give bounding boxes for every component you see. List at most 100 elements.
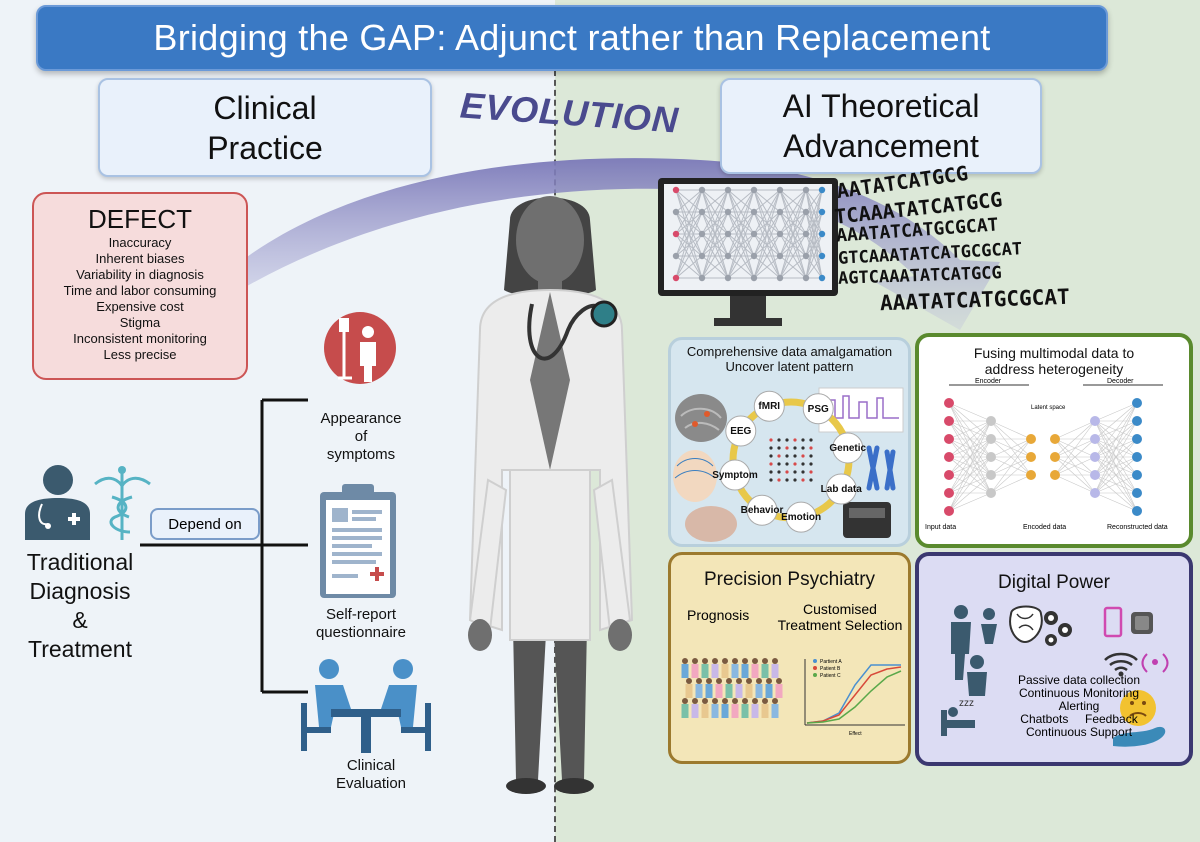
self-report-line1: Self-report [325,606,397,623]
ae-node [986,416,996,426]
ring-node [802,393,834,425]
person-body [701,704,709,718]
title-banner: Bridging the GAP: Adjunct rather than Re… [36,5,1108,71]
ae-node [1090,452,1100,462]
clipboard-icon [320,484,396,598]
person-head [702,698,708,704]
symptoms-label: Appearance of symptoms [306,410,416,464]
ring-grid-dot [793,438,797,442]
fusing-line1: Fusing multimodal data to [973,345,1135,361]
ring-grid-dot [809,462,813,466]
person-head [682,658,688,664]
ae-node [1050,452,1060,462]
ring-node [832,432,864,464]
digital-line: Passive data collection [1017,673,1141,687]
nn-node [818,186,826,194]
symptoms-line2: of [354,428,368,445]
person-body [735,684,743,698]
encoded-label: Encoded data [1023,524,1066,531]
ring-node [719,459,751,491]
defect-item: Stigma [119,315,161,330]
nn-node [672,208,680,216]
ai-advancement-box: AI Theoretical Advancement [720,78,1042,174]
ae-node [1026,470,1036,480]
traditional-diagnosis-label: Traditional Diagnosis & Treatment [10,548,150,664]
defect-item: Variability in diagnosis [76,267,204,282]
nn-node [818,208,826,216]
nn-node [750,186,758,194]
ae-node [1132,488,1142,498]
nn-node [802,186,810,194]
ring-grid-dot [785,462,789,466]
nn-node [672,186,680,194]
ring-grid-dot [809,446,813,450]
ring-grid-dot [801,438,805,442]
customised-line2: Treatment Selection [777,617,903,633]
person-body [701,664,709,678]
ae-node [1050,470,1060,480]
ae-node [986,452,996,462]
chatbots-label: Chatbots [1020,712,1069,726]
encoder-label: Encoder [975,378,1002,385]
precision-title: Precision Psychiatry [703,569,876,590]
ring-grid-dot [793,462,797,466]
ring-grid-dot [769,446,773,450]
ring-node [753,390,785,422]
ae-node [1132,434,1142,444]
ae-node [1132,452,1142,462]
nn-node [776,274,784,282]
person-body [731,664,739,678]
nn-node [802,230,810,238]
ae-node [1132,470,1142,480]
comprehensive-line2: Uncover latent pattern [725,359,854,374]
ae-node [1090,470,1100,480]
customised-line1: Customised [803,601,877,617]
ae-node [1132,398,1142,408]
defect-item: Inconsistent monitoring [73,331,207,346]
clinical-practice-line2: Practice [207,129,323,166]
nn-node [698,208,706,216]
nn-node [724,252,732,260]
person-body [751,664,759,678]
ring-grid-dot [801,462,805,466]
person-head [722,698,728,704]
ring-grid-dot [769,438,773,442]
person-head [736,678,742,684]
nn-node [802,208,810,216]
ae-node [1090,434,1100,444]
nn-node [776,252,784,260]
nn-node [750,274,758,282]
person-body [745,684,753,698]
nn-node [750,252,758,260]
ring-grid-dot [769,454,773,458]
person-head [686,678,692,684]
digital-line: Continuous Monitoring [1018,686,1140,700]
nn-node [802,252,810,260]
nn-node [698,274,706,282]
ae-node [944,506,954,516]
ring-node-label: Emotion [781,512,821,523]
person-body [755,684,763,698]
person-head [746,678,752,684]
person-body [691,704,699,718]
clinical-practice-line1: Clinical [213,89,317,126]
person-head [716,678,722,684]
ae-node [944,416,954,426]
person-head [752,658,758,664]
ring-grid-dot [777,446,781,450]
ae-node [1026,452,1036,462]
person-head [692,658,698,664]
ring-grid-dot [793,470,797,474]
person-head [722,658,728,664]
digital-icons: zzz [941,605,1169,747]
ae-node [986,488,996,498]
legend-b: Patient B [820,666,841,672]
nn-node [698,230,706,238]
ring-node-label: Behavior [741,505,784,516]
person-body [711,664,719,678]
person-head [692,698,698,704]
symptoms-line3: symptoms [326,446,396,463]
chart-xlabel: Effect [849,731,862,737]
ring-grid-dot [769,470,773,474]
nn-node [818,252,826,260]
